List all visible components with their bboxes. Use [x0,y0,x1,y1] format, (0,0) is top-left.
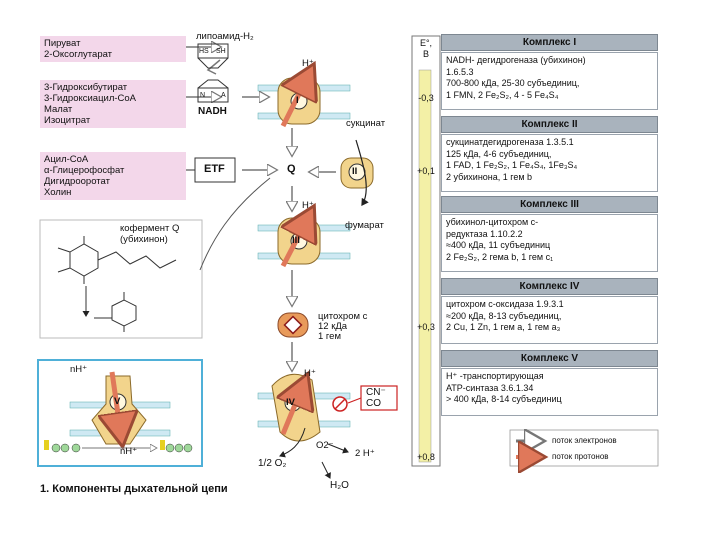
substrate-group-acyl: Ацил-CoA α-Глицерофосфат Дигидрооротат Х… [40,152,186,200]
hs-label: HS [199,48,209,55]
complex-II-description: сукцинатдегидрогеназа 1.3.5.1 125 кДа, 4… [441,134,658,192]
adp-pi-symbols [44,440,193,453]
fumarate-label: фумарат [345,220,384,231]
complex-IV-header: Комплекс IV [441,278,658,295]
cytochrome-c-name: цитохром с [318,311,368,322]
a-label: A [221,92,226,99]
q-label: Q [287,163,296,175]
complex-III-description: убихинол-цитохром с- редуктаза 1.10.2.2 … [441,214,658,272]
etf-label: ETF [204,163,225,175]
substrate-group-hydroxy: 3-Гидроксибутират 3-Гидроксиацил-CoA Мал… [40,80,186,128]
lipoamide-label: липоамид-H₂ [196,31,254,42]
half-o2-label: 1/2 O₂ [258,458,287,469]
substrate-label: Холин [44,187,72,198]
co-label: CO [366,398,381,409]
roman-V: V [114,396,121,407]
coenzyme-q-title: кофермент Q [120,223,180,234]
cytochrome-c-heme: 1 гем [318,331,341,342]
substrate-label: α-Глицерофосфат [44,165,125,176]
substrate-label: Изоцитрат [44,115,91,126]
proton-arrow-IV [283,378,306,435]
substrate-label: 3-Гидроксибутират [44,82,128,93]
potential-header: E°, B [412,38,440,60]
nadh-icon [197,79,229,103]
substrate-label: Ацил-CoA [44,154,89,165]
succinate-flow-arrow [355,139,369,206]
complex-V-description: H⁺ -транспортирующая АТР-синтаза 3.6.1.3… [441,368,658,416]
complex-V-header: Комплекс V [441,350,658,367]
substrate-label: 2-Оксоглутарат [44,49,113,60]
potential-unit: B [422,49,429,59]
potential-value: +0,3 [417,322,435,332]
nh-plus-bottom: nH⁺ [120,446,138,457]
proton-arrow-I [283,68,312,128]
substrate-label: 3-Гидроксиацил-CoA [44,93,137,104]
potential-value: +0,8 [417,452,435,462]
n-label: N [200,92,206,99]
coenzyme-q-subtitle: (убихинон) [120,234,168,245]
roman-IV: IV [286,397,295,408]
etf-box [194,157,236,183]
substrate-group-pyruvate: Пируват 2-Оксоглутарат [40,36,186,62]
two-h-plus-label: 2 H⁺ [355,448,375,459]
sh-label: SH [216,48,226,55]
h-plus-IV: H⁺ [304,368,316,379]
substrate-label: Дигидрооротат [44,176,110,187]
complex-I-description: NADH- дегидрогеназа (убихинон) 1.6.5.3 7… [441,52,658,110]
lipoamide-icon [197,43,229,69]
inhibitor-box [360,385,398,411]
roman-I: I [296,95,299,106]
succinate-label: сукцинат [346,118,386,129]
complex-IV-description: цитохром с-оксидаза 1.9.3.1 ≈200 кДа, 8-… [441,296,658,344]
proton-arrow-III [283,210,312,268]
nadh-label: NADH [198,106,227,117]
proton-arrow-V [112,371,122,442]
coenzyme-q-box [39,219,203,339]
water-label: H₂O [330,480,349,491]
h-plus-III: H⁺ [302,200,314,211]
roman-III: III [292,235,300,246]
ubiquinone-structure [57,236,177,332]
potential-value: -0,3 [418,93,434,103]
substrate-label: Малат [44,104,73,115]
o2-radical-label: O2⁻ [316,440,334,451]
h-plus-I: H⁺ [302,58,314,69]
scale-frame [411,35,441,467]
potential-scale-bar [418,69,432,463]
potential-symbol: E°, [419,38,433,48]
complex-III-header: Комплекс III [441,196,658,213]
legend-protons-label: поток протонов [552,452,609,461]
nh-plus-top: nH⁺ [70,364,88,375]
oxygen-arrow [279,427,306,458]
complex-I-header: Комплекс I [441,34,658,51]
cytochrome-c-mass: 12 кДа [318,321,348,332]
cytochrome-c-label: цитохром с 12 кДа 1 гем [318,312,367,342]
cyanide-label: CN⁻ [366,387,386,398]
roman-II: II [352,166,358,177]
substrate-label: Пируват [44,38,81,49]
complex-II-header: Комплекс II [441,116,658,133]
legend-electrons-label: поток электронов [552,436,617,445]
potential-value: +0,1 [417,166,435,176]
figure-caption: 1. Компоненты дыхательной цепи [40,483,228,495]
